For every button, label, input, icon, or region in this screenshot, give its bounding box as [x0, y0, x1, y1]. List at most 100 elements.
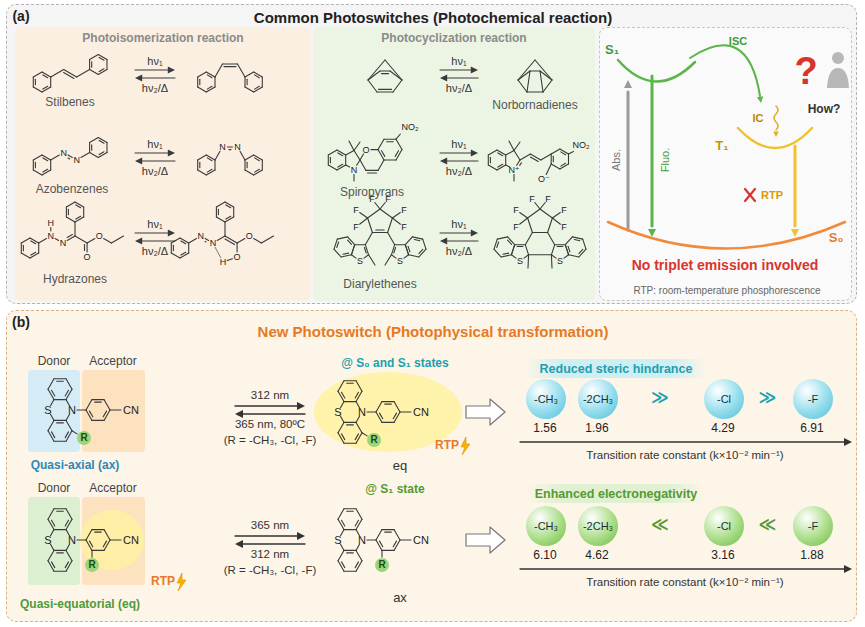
bond-line [337, 242, 339, 248]
axis-line [520, 441, 844, 442]
bond-line [378, 160, 384, 170]
bond-line [338, 153, 343, 156]
node-text: Photocyclization reaction [381, 32, 526, 46]
label: N [358, 406, 366, 419]
bond-line [375, 203, 380, 210]
bond-line [48, 519, 54, 529]
donor-box [28, 497, 80, 585]
bond-line [497, 242, 499, 248]
bond-line [227, 259, 232, 261]
bond-line [379, 89, 392, 90]
bond-line [561, 163, 566, 166]
arrow-line [138, 160, 175, 161]
bond-line [498, 153, 503, 156]
bond-line [233, 207, 234, 217]
bond-line [532, 232, 547, 233]
label: N [60, 147, 67, 157]
bond-line [103, 411, 106, 417]
bond-line [338, 550, 344, 560]
bond-line [65, 432, 68, 438]
bond-line [86, 410, 92, 420]
bond-line [392, 213, 400, 219]
arrow-line [440, 69, 475, 70]
bond-line [181, 252, 186, 255]
arrow-head [471, 229, 478, 236]
label: N⁺ [508, 164, 519, 174]
bond-line [54, 441, 66, 442]
arrow-line [443, 77, 478, 78]
arrow-head [135, 237, 142, 244]
bond-line [551, 149, 560, 154]
bond-line [99, 57, 104, 60]
bond-line [381, 550, 382, 557]
label: ≪ [759, 515, 777, 535]
bond-line [360, 213, 368, 219]
bond-line [506, 151, 514, 156]
bond-line [338, 164, 343, 167]
bond-line [66, 389, 72, 399]
bond-line [68, 158, 70, 159]
bond-line [387, 141, 394, 142]
bond-line [560, 149, 569, 154]
bond-line [65, 562, 68, 568]
bond-line [75, 202, 84, 207]
bond-line [344, 508, 356, 509]
bond-line [245, 87, 254, 92]
bond-line [254, 72, 263, 77]
bond-line [354, 151, 360, 161]
lightning-icon [177, 573, 186, 591]
bond-line [356, 509, 362, 519]
bond-line [501, 255, 511, 257]
bond-line [66, 561, 72, 571]
bond-line [527, 91, 543, 92]
bond-line [355, 434, 358, 440]
bond-line [254, 155, 263, 160]
bond-line [343, 253, 349, 254]
label: 4.62 [585, 549, 608, 563]
bond-line [57, 552, 64, 553]
glow [314, 372, 462, 452]
bond-line [338, 519, 344, 529]
bond-line [180, 238, 189, 243]
bond-line [89, 143, 90, 153]
bond-line [346, 165, 350, 167]
label: F [513, 222, 519, 232]
bond-line [81, 153, 90, 158]
label: hν₁ [451, 218, 466, 231]
bond-line [382, 529, 394, 530]
bond-line [64, 73, 74, 79]
bond-line [328, 155, 329, 165]
bond-line [530, 154, 540, 160]
bond-line [505, 155, 506, 165]
node-text: Enhanced electronegativity [535, 486, 698, 500]
bond-line [33, 77, 34, 87]
bond-line [33, 155, 42, 160]
bond-line [66, 420, 72, 430]
label: CN [123, 404, 139, 417]
bond-line [388, 218, 393, 233]
bond-line [514, 151, 520, 161]
label: N [358, 534, 366, 547]
bond-line [55, 239, 59, 241]
bond-line [378, 150, 384, 160]
arrow-head [235, 410, 243, 418]
label: Acceptor [89, 482, 136, 496]
bond-line [356, 561, 362, 571]
bond-line [346, 151, 354, 156]
bond-line [104, 400, 110, 410]
bond-line [255, 86, 260, 89]
label: F [561, 222, 567, 232]
bond-line [72, 431, 77, 434]
node-text: Reduced steric hindrance [540, 361, 693, 375]
bond-line [95, 532, 102, 533]
arrow-line [135, 152, 172, 153]
bond-line [488, 165, 497, 170]
bond-line [395, 151, 398, 157]
bond-line [520, 163, 522, 166]
bond-line [98, 70, 107, 75]
transition-arrow [466, 399, 505, 425]
bond-line [84, 245, 85, 251]
bond-line [351, 245, 354, 255]
label: N [60, 238, 67, 248]
bond-line [497, 237, 507, 239]
